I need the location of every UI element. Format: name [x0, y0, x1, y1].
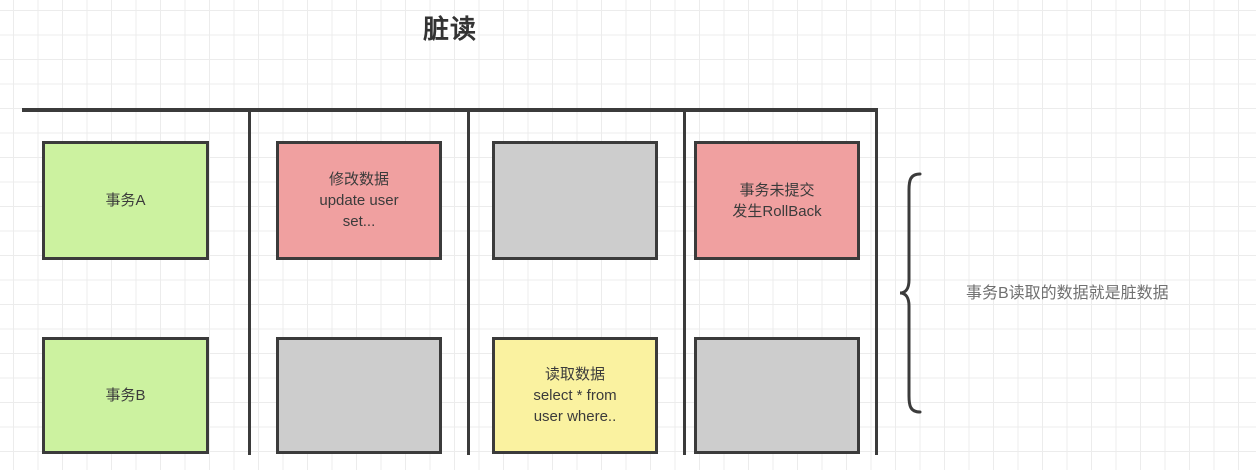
timeline-divider-4 — [875, 108, 878, 455]
annotation-dirty-read: 事务B读取的数据就是脏数据 — [966, 285, 1169, 302]
timeline-top-rule — [22, 108, 878, 112]
timeline-divider-2 — [467, 108, 470, 455]
step-empty-a-3 — [492, 141, 658, 260]
page-title: 脏读 — [422, 14, 477, 44]
step-select-data: 读取数据 select * from user where.. — [492, 337, 658, 454]
step-empty-b-2 — [276, 337, 442, 454]
step-empty-b-4 — [694, 337, 860, 454]
timeline-divider-3 — [683, 108, 686, 455]
step-rollback: 事务未提交 发生RollBack — [694, 141, 860, 260]
curly-brace-icon — [898, 172, 928, 414]
lane-label-transaction-b: 事务B — [42, 337, 209, 454]
step-update-data: 修改数据 update user set... — [276, 141, 442, 260]
timeline-divider-1 — [248, 108, 251, 455]
lane-label-transaction-a: 事务A — [42, 141, 209, 260]
